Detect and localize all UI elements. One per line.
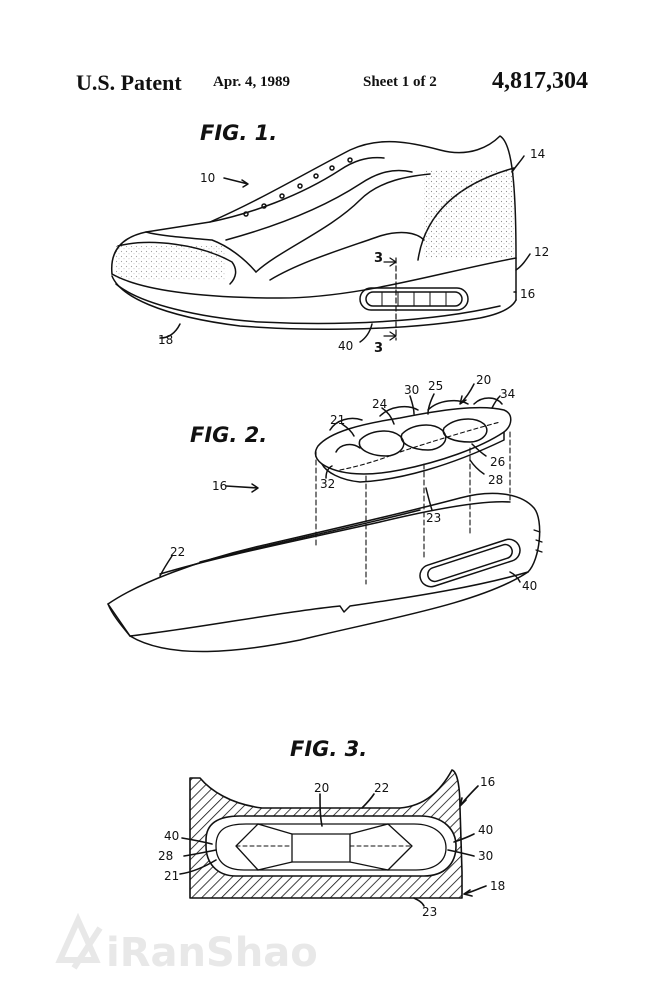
fig3-ref-23: 23	[422, 905, 437, 919]
fig2-ref-23: 23	[426, 511, 441, 525]
fig3-ref-40-left: 40	[164, 829, 179, 843]
fig3-air-bladder	[215, 823, 447, 871]
fig3-ref-22: 22	[374, 781, 389, 795]
figure-1: FIG. 1.	[110, 121, 549, 356]
fig1-ref-14: 14	[530, 147, 545, 161]
fig2-ref-30: 30	[404, 383, 419, 397]
figure-2: FIG. 2.	[107, 373, 543, 653]
patent-header: U.S. Patent Apr. 4, 1989 Sheet 1 of 2 4,…	[0, 64, 660, 104]
fig3-ref-40-right: 40	[478, 823, 493, 837]
fig3-ref-20: 20	[314, 781, 329, 795]
fig1-outsole-inner	[115, 283, 501, 325]
patent-date: Apr. 4, 1989	[213, 74, 290, 90]
fig2-ref-40: 40	[522, 579, 537, 593]
fig1-ref-18: 18	[158, 333, 173, 347]
fig2-air-bladder	[314, 397, 512, 483]
fig3-ref-30: 30	[478, 849, 493, 863]
fig1-ref-16: 16	[520, 287, 535, 301]
fig2-title: FIG. 2.	[190, 423, 267, 447]
fig2-midsole	[107, 492, 543, 653]
fig2-ref-21: 21	[330, 413, 345, 427]
watermark-text: iRanShao	[106, 930, 318, 976]
sheet-number: Sheet 1 of 2	[363, 74, 437, 90]
fig1-ref-12: 12	[534, 245, 549, 259]
fig1-title: FIG. 1.	[200, 121, 277, 145]
fig3-ref-16: 16	[480, 775, 495, 789]
patent-number: 4,817,304	[492, 68, 588, 94]
fig2-ref-16: 16	[212, 479, 227, 493]
fig2-ref-20: 20	[476, 373, 491, 387]
watermark-logo: iRanShao	[55, 912, 318, 976]
fig3-ref-21: 21	[164, 869, 179, 883]
fig1-ref-10: 10	[200, 171, 215, 185]
fig1-air-window	[359, 287, 469, 311]
patent-label: U.S. Patent	[76, 70, 182, 95]
fig2-ref-22: 22	[170, 545, 185, 559]
fig1-outsole	[111, 275, 517, 331]
fig1-midsole	[111, 257, 517, 299]
fig2-ref-34: 34	[500, 387, 515, 401]
fig1-toe-cap	[117, 241, 237, 285]
fig3-ref-18: 18	[490, 879, 505, 893]
fig1-section-top: 3	[374, 251, 383, 266]
fig1-eyestay	[209, 156, 385, 223]
fig2-ref-26: 26	[490, 455, 505, 469]
figure-3: FIG. 3. 20 22 16 40 28 21	[158, 737, 505, 919]
fig2-ref-24: 24	[372, 397, 387, 411]
fig1-ref-40: 40	[338, 339, 353, 353]
fig1-eyelets	[243, 157, 353, 217]
fig2-ref-28: 28	[488, 473, 503, 487]
fig2-ref-32: 32	[320, 477, 335, 491]
fig2-projection-lines	[315, 431, 511, 585]
fig1-section-bottom: 3	[374, 341, 383, 356]
watermark-mark-icon	[55, 912, 103, 970]
fig3-ref-28: 28	[158, 849, 173, 863]
fig2-ref-25: 25	[428, 379, 443, 393]
fig3-title: FIG. 3.	[290, 737, 367, 761]
